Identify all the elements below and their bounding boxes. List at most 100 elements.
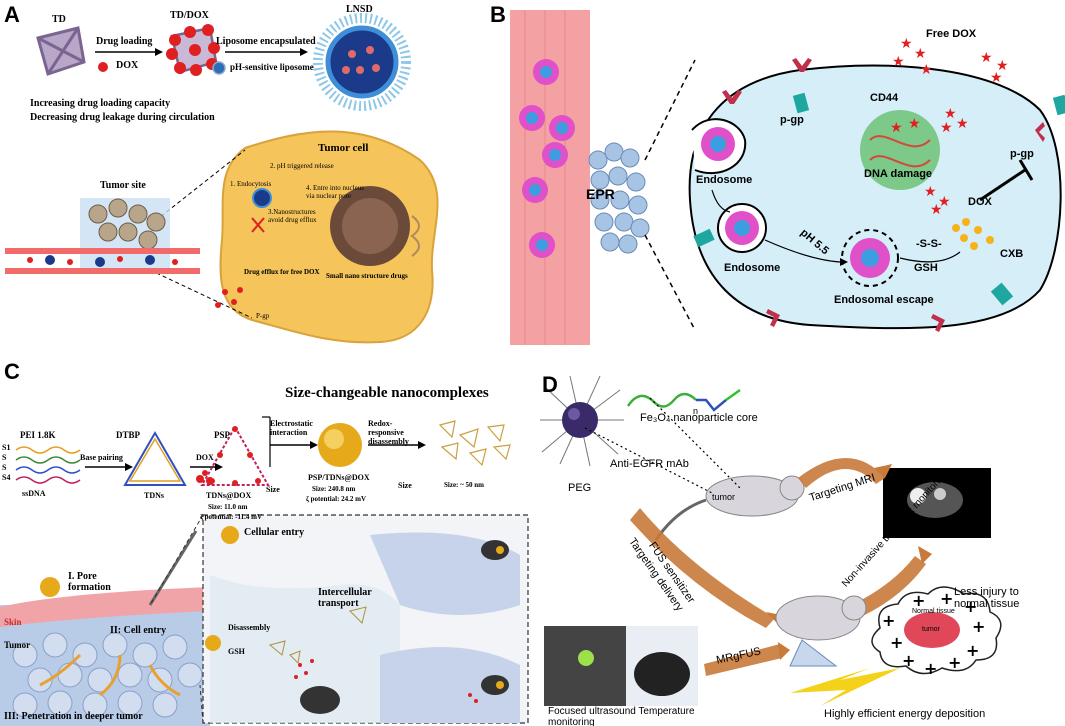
lnsd-nanoparticle-icon	[313, 13, 411, 111]
benefit-1: Increasing drug loading capacity	[30, 98, 171, 109]
intercellular-label: Intercellular transport	[318, 587, 372, 609]
size-up-label: Size	[266, 485, 280, 494]
cellular-entry-label: Cellular entry	[244, 527, 305, 538]
svg-text:★: ★	[938, 194, 951, 210]
cell-nucleus-icon	[300, 686, 340, 714]
epr-label: EPR	[586, 186, 615, 202]
panel-b-drawing: ★★★★ ★★★ ★★ ★★★ ★★★	[510, 10, 1065, 345]
tdns-icon	[123, 430, 187, 486]
lnsd-label: LNSD	[346, 4, 373, 15]
svg-text:★: ★	[996, 58, 1009, 74]
zeta-1: ζ potential: -11.4 mV	[200, 513, 262, 521]
svg-text:★: ★	[920, 62, 933, 78]
td-dox-icon	[166, 24, 220, 76]
drug-efflux-label: Drug efflux for free DOX	[244, 268, 320, 276]
ph-liposome-label: pH-sensitive liposome	[230, 62, 314, 72]
ss-label: -S-S-	[916, 238, 942, 250]
tumor-label-c: Tumor	[4, 640, 31, 650]
panel-b-label: B	[490, 2, 506, 27]
psp-tdns-label: PSP/TDNs@DOX	[308, 473, 370, 482]
vessel-nanoparticles	[519, 59, 575, 258]
td-dox-label: TD/DOX	[170, 10, 209, 21]
cell-membrane	[688, 64, 1062, 330]
svg-text:★: ★	[930, 202, 943, 218]
endosomal-escape-icon	[841, 229, 899, 287]
endosome-label-2: Endosome	[724, 262, 781, 274]
svg-text:★: ★	[956, 116, 969, 132]
size-3: Size: ~ 50 nm	[444, 481, 484, 489]
tumor-label-d2: tumor	[922, 626, 940, 633]
n-subscript: n	[693, 406, 699, 416]
pgp-label-2: p-gp	[1010, 148, 1034, 160]
redox-label: Redox-responsive disassembly	[368, 419, 409, 446]
free-dox-label: Free DOX	[926, 28, 977, 40]
svg-text:+: +	[890, 633, 903, 652]
gsh-label-c: GSH	[228, 647, 245, 656]
svg-text:+: +	[948, 653, 961, 672]
disassembly-label: Disassembly	[228, 623, 271, 632]
step-3: 3.Nanostructures avoid drug efflux	[268, 208, 317, 224]
svg-text:+: +	[882, 611, 895, 630]
cxb-label: CXB	[1000, 248, 1024, 260]
svg-text:★: ★	[914, 46, 927, 62]
size-down-label: Size	[398, 481, 412, 490]
svg-text:★: ★	[892, 54, 905, 70]
base-pairing-label: Base pairing	[80, 453, 123, 462]
fe3o4-core-icon	[562, 402, 598, 438]
svg-text:★: ★	[990, 70, 1003, 86]
endosomal-escape-label: Endosomal escape	[834, 294, 934, 306]
s1-label: S1	[2, 443, 11, 452]
liposome-icon	[212, 61, 226, 75]
dox-label-c: DOX	[196, 453, 214, 462]
size-2: Size: 240.8 nm	[312, 485, 356, 493]
tumor-label-d: tumor	[712, 492, 736, 502]
pgp-label-1: p-gp	[780, 114, 804, 126]
small-nano-label: Small nano structure drugs	[326, 272, 408, 280]
panel-a-drawing	[5, 13, 439, 344]
antibody-label: Anti-EGFR mAb	[610, 458, 689, 470]
cd44-receptors	[722, 58, 1045, 332]
panel-a-label: A	[4, 2, 20, 27]
panel-a: A TD TD/DOX LNSD Drug loading DOX Liposo…	[0, 0, 470, 345]
dna-damage-label: DNA damage	[864, 168, 933, 180]
dtbp-label: DTBP	[116, 430, 141, 440]
electrostatic-label: Electrostatic interaction	[270, 419, 313, 437]
less-injury-label: Less injury to normal tissue	[954, 586, 1020, 610]
step-2: 2. pH triggered release	[270, 162, 334, 170]
efficient-label: Highly efficient energy deposition	[824, 708, 986, 720]
svg-text:+: +	[912, 591, 925, 610]
pore-formation-label: I. Pore formation	[68, 571, 111, 593]
dox-dot-icon	[98, 62, 108, 72]
panel-c: C PEI 1.8K DTBP PSP Size-changeable nano…	[0, 355, 530, 726]
zeta-2: ζ potential: 24.2 mV	[306, 495, 367, 503]
tumor-cell-body	[219, 130, 439, 344]
drug-loading-label: Drug loading	[96, 36, 153, 47]
svg-text:+: +	[966, 641, 979, 660]
penetration-label: III: Penetration in deeper tumor	[4, 711, 143, 722]
size-1: Size: 11.0 nm	[208, 503, 248, 511]
svg-text:★: ★	[940, 120, 953, 136]
ultrasound-cone-icon	[789, 639, 838, 667]
s3-label: S	[2, 463, 7, 472]
panel-d: ++++ ++++ ++ D n Fe₃O₄ nanoparticle core…	[540, 368, 1065, 726]
s4-label: S4	[2, 473, 11, 482]
panel-c-label: C	[4, 359, 20, 384]
gsh-label-b: GSH	[914, 262, 938, 274]
svg-text:★: ★	[900, 36, 913, 52]
benefit-2: Decreasing drug leakage during circulati…	[30, 112, 215, 123]
disassembled-fragments-icon	[438, 420, 511, 467]
step-1: 1. Endocytosis	[230, 180, 272, 188]
svg-text:+: +	[940, 589, 953, 608]
svg-text:+: +	[902, 651, 915, 670]
lightning-icon	[790, 668, 900, 706]
svg-text:+: +	[972, 617, 985, 636]
needle-icon	[148, 530, 198, 606]
tumor-region-icon	[904, 612, 960, 648]
panel-c-drawing	[0, 416, 529, 726]
core-label: Fe₃O₄ nanoparticle core	[640, 412, 758, 424]
endosome-label-1: Endosome	[696, 174, 753, 186]
cd44-label: CD44	[870, 92, 899, 104]
ssdna-label: ssDNA	[22, 489, 46, 498]
normal-tissue-label: Normal tissue	[912, 608, 955, 615]
tumor-site-label: Tumor site	[100, 180, 146, 191]
